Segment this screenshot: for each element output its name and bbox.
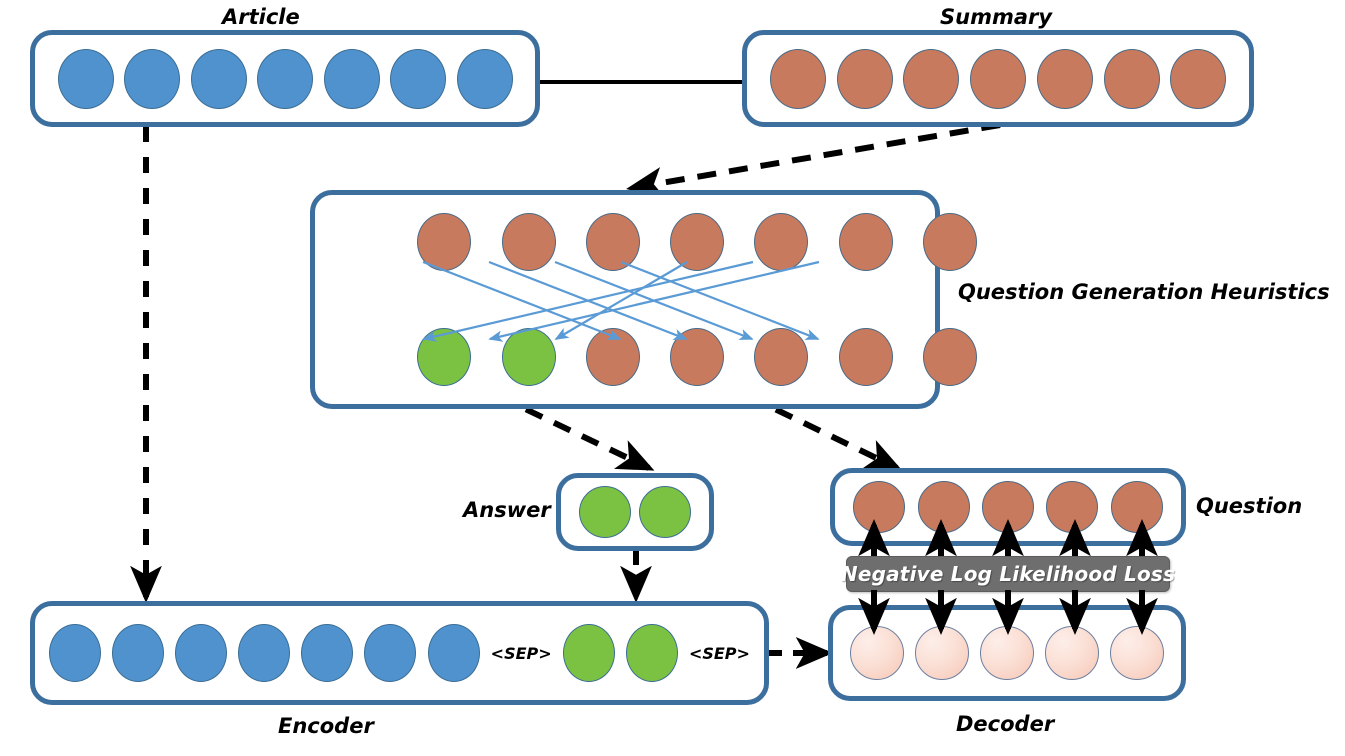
- encoder-separator-token-2: <SEP>: [688, 643, 750, 663]
- article-token: [257, 48, 313, 109]
- decoder-token: [915, 626, 969, 680]
- article-token: [190, 48, 247, 109]
- summary-token: [1036, 48, 1093, 109]
- article-box: [30, 30, 540, 127]
- qgh-target-token: [585, 328, 640, 386]
- question-token: [981, 481, 1034, 533]
- encoder-answer-token: [562, 624, 615, 682]
- question-token: [1110, 481, 1163, 533]
- qgh-source-token: [838, 213, 893, 271]
- qgh-source-token: [585, 213, 640, 271]
- summary-label: Summary: [940, 5, 1053, 29]
- qgh-source-token: [922, 213, 977, 271]
- question-generation-heuristics-label: Question Generation Heuristics: [958, 280, 1330, 304]
- edge-summary-to-heuristics: [626, 122, 1001, 199]
- decoder-label: Decoder: [956, 712, 1055, 736]
- qgh-target-token: [417, 328, 472, 386]
- qgh-source-token: [417, 213, 472, 271]
- decoder-token: [850, 626, 904, 680]
- encoder-article-token: [112, 624, 165, 682]
- encoder-article-token: [238, 624, 291, 682]
- question-generation-heuristics-box: [310, 190, 977, 409]
- encoder-box: <SEP> <SEP>: [30, 601, 769, 705]
- qgh-top-row: [315, 213, 1079, 271]
- decoder-token: [980, 626, 1034, 680]
- article-token: [390, 48, 446, 109]
- article-token: [323, 48, 380, 109]
- question-token: [1046, 481, 1099, 533]
- answer-token: [639, 486, 691, 538]
- answer-box: [556, 473, 714, 551]
- article-label: Article: [222, 5, 300, 29]
- summary-token: [970, 48, 1026, 109]
- negative-log-likelihood-loss-bar: Negative Log Likelihood Loss: [841, 556, 1175, 592]
- encoder-article-token: [427, 624, 480, 682]
- summary-token: [903, 48, 960, 109]
- qgh-target-token: [501, 328, 556, 386]
- question-box: [830, 468, 1186, 546]
- qgh-source-token: [754, 213, 809, 271]
- article-token: [57, 48, 114, 109]
- summary-token: [769, 48, 826, 109]
- question-token: [853, 481, 906, 533]
- qgh-bottom-row: [315, 328, 1079, 386]
- article-token: [456, 48, 513, 109]
- qgh-target-token: [838, 328, 893, 386]
- encoder-article-token: [175, 624, 228, 682]
- encoder-article-token: [364, 624, 417, 682]
- article-token: [124, 48, 180, 109]
- qgh-source-token: [670, 213, 724, 271]
- decoder-box: [828, 605, 1186, 701]
- summary-token: [836, 48, 893, 109]
- qgh-target-token: [754, 328, 809, 386]
- question-label: Question: [1196, 494, 1303, 518]
- encoder-article-token: [301, 624, 354, 682]
- encoder-article-token: [49, 624, 101, 682]
- encoder-separator-token-1: <SEP>: [490, 643, 552, 663]
- question-token: [917, 481, 970, 533]
- answer-label: Answer: [463, 498, 551, 522]
- summary-box: [742, 30, 1254, 127]
- summary-token: [1103, 48, 1160, 109]
- summary-token: [1170, 48, 1227, 109]
- decoder-token: [1110, 626, 1164, 680]
- answer-token: [579, 486, 631, 538]
- nll-loss-text: Negative Log Likelihood Loss: [840, 562, 1176, 586]
- qgh-target-token: [922, 328, 977, 386]
- encoder-answer-token: [625, 624, 678, 682]
- qgh-source-token: [501, 213, 556, 271]
- encoder-label: Encoder: [278, 714, 374, 738]
- qgh-target-token: [670, 328, 724, 386]
- decoder-token: [1045, 626, 1099, 680]
